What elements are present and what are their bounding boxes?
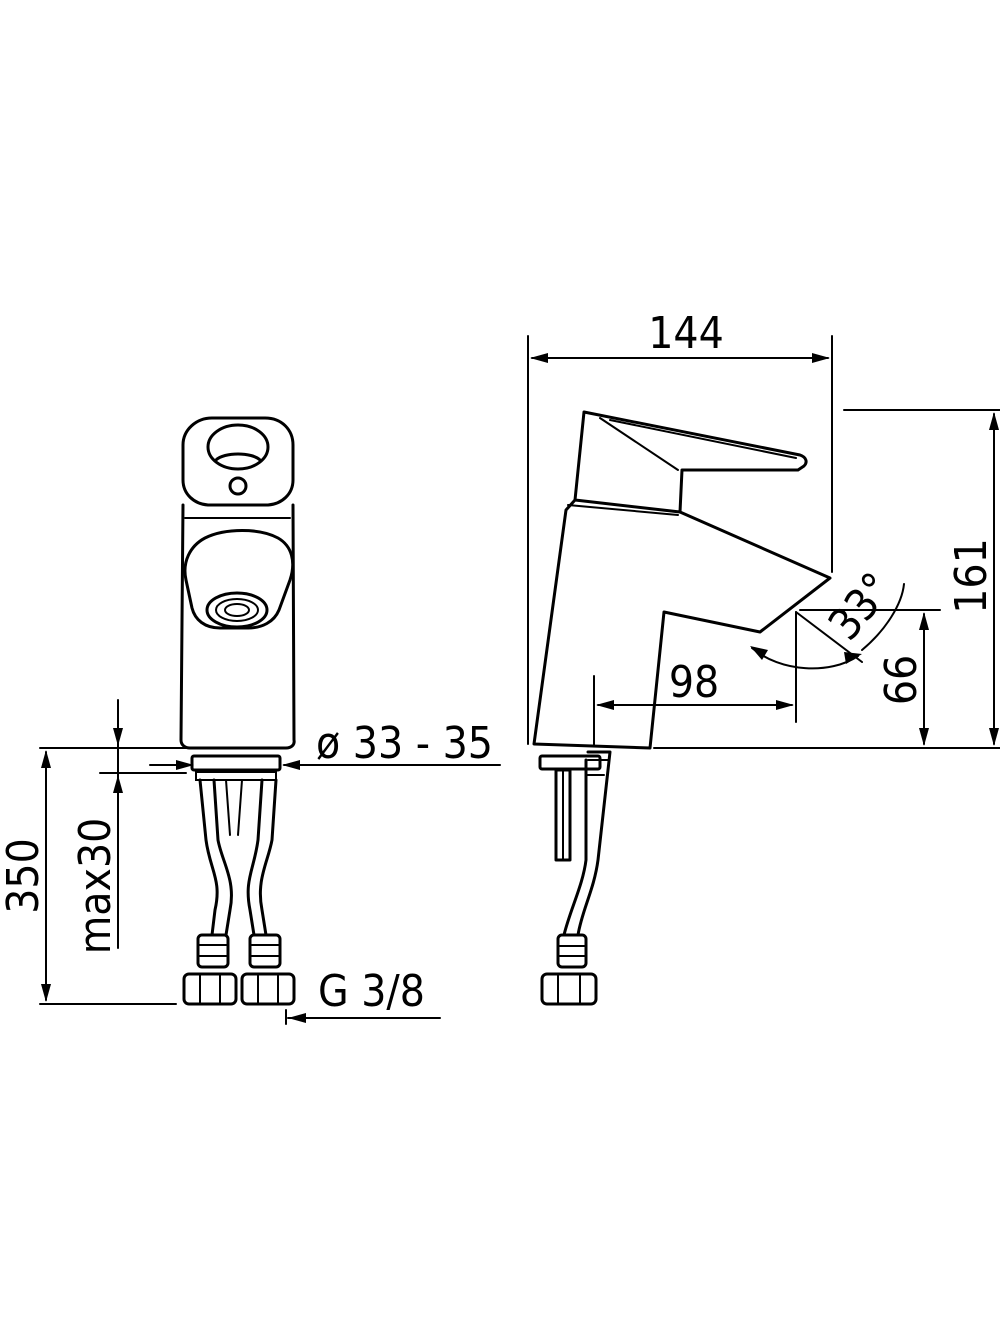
dim-deck-thickness: max30 bbox=[70, 818, 121, 955]
front-lever-ring bbox=[206, 423, 270, 471]
side-ferrule bbox=[556, 933, 588, 969]
front-aerator bbox=[205, 591, 269, 629]
dim-hose-length: 350 bbox=[0, 838, 49, 914]
side-base-plate bbox=[538, 754, 602, 771]
front-base-plate bbox=[190, 754, 282, 772]
side-lever bbox=[573, 410, 808, 514]
front-nut-left bbox=[182, 972, 238, 1006]
front-lever-dot bbox=[228, 476, 248, 496]
side-view bbox=[532, 410, 832, 1006]
dim-lever-angle: 33° bbox=[819, 563, 903, 650]
front-view bbox=[179, 416, 296, 1006]
front-nut-right bbox=[240, 972, 296, 1006]
front-ferrule-right bbox=[248, 933, 282, 969]
front-body bbox=[179, 503, 296, 750]
front-lever-head bbox=[181, 416, 295, 507]
dim-spout-reach: 98 bbox=[669, 657, 719, 708]
front-hose-left bbox=[198, 778, 233, 937]
side-nut bbox=[540, 972, 598, 1006]
dim-hole-diameter: ø 33 - 35 bbox=[316, 718, 493, 769]
dim-width-total: 144 bbox=[648, 308, 724, 359]
dim-connection-thread: G 3/8 bbox=[318, 966, 425, 1017]
front-dimensions: 350 max30 ø 33 - 35 G 3/8 bbox=[0, 699, 501, 1025]
dim-spout-height: 66 bbox=[876, 655, 927, 705]
dim-height-total: 161 bbox=[946, 538, 997, 614]
side-dimensions: 144 161 66 98 33° bbox=[527, 308, 1000, 749]
side-hose bbox=[562, 750, 612, 937]
front-ferrule-left bbox=[196, 933, 230, 969]
front-hose-right bbox=[246, 778, 278, 937]
side-body bbox=[532, 498, 832, 750]
front-spout-opening bbox=[183, 529, 295, 630]
